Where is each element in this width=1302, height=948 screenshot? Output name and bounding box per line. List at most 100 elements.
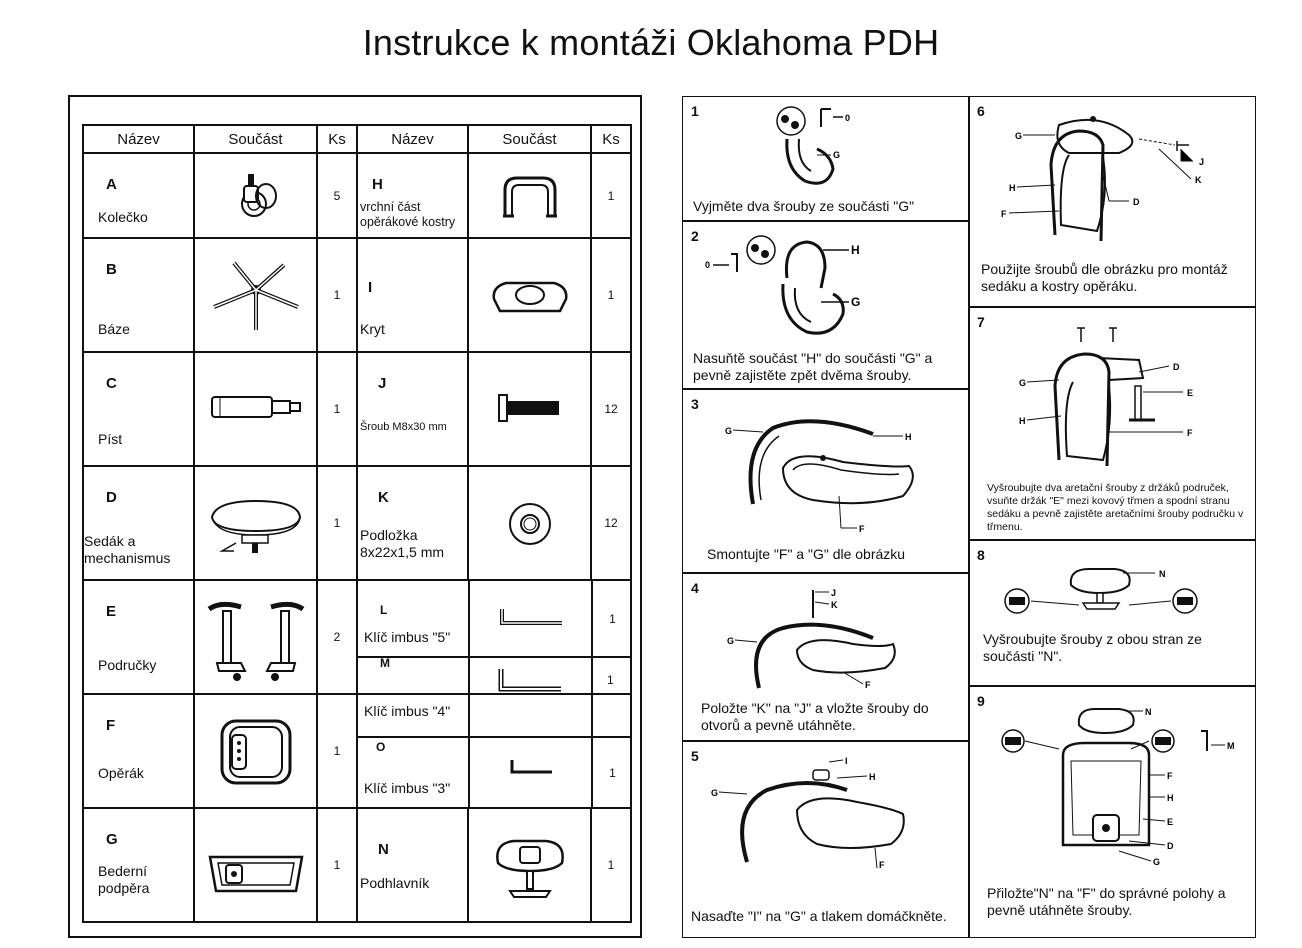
svg-text:E: E <box>1187 388 1193 398</box>
svg-text:N: N <box>1159 569 1166 579</box>
svg-text:G: G <box>851 295 860 309</box>
svg-text:G: G <box>1153 857 1160 867</box>
table-row: F Opěrák 1 Klíč imbus "4" <box>82 669 632 809</box>
part-qty: 1 <box>591 673 632 738</box>
step-number: 5 <box>691 748 699 764</box>
hex-key-3-icon <box>468 737 592 807</box>
svg-text:G: G <box>725 426 732 436</box>
part-qty: 1 <box>591 737 632 807</box>
part-name: Opěrák <box>98 765 144 781</box>
table-row: O Klíč imbus "3" 1 <box>358 737 632 807</box>
part-qty: 5 <box>316 152 358 239</box>
step-text: Položte "K" na "J" a vložte šrouby do ot… <box>701 700 929 733</box>
part-letter: J <box>378 375 387 392</box>
step-text: Použijte šroubů dle obrázku pro montáž s… <box>981 261 1228 294</box>
part-qty: 1 <box>316 465 358 581</box>
part-name-cell: O Klíč imbus "3" <box>358 737 469 807</box>
part-name-cell: F Opěrák <box>82 693 195 809</box>
step-1: 1 0 G Vyjměte dva šrouby ze součásti "G" <box>682 96 970 221</box>
part-name: Klíč imbus "3" <box>364 780 451 796</box>
table-row: A Kolečko 5 H vrchní část opěrákové kost… <box>82 152 632 239</box>
part-name-cell: I Kryt <box>356 237 469 353</box>
step-number: 9 <box>977 693 985 709</box>
step-4: 4 J K G F Položte "K" na "J" a vložte šr… <box>682 573 970 741</box>
table-row: D Sedák a mechanismus 1 K Podložka 8x22x… <box>82 465 632 581</box>
svg-text:H: H <box>905 432 912 442</box>
step-number: 8 <box>977 547 985 563</box>
part-letter: G <box>106 831 118 848</box>
step-6-diagram: G J K H D F <box>1001 116 1204 242</box>
part-qty: 1 <box>316 807 358 923</box>
part-letter: E <box>106 603 117 620</box>
svg-text:H: H <box>1019 416 1026 426</box>
step-4-diagram: J K G F <box>727 588 896 690</box>
part-letter: F <box>106 717 116 734</box>
svg-text:F: F <box>859 524 865 534</box>
hex-keys-cell-2: Klíč imbus "4" 1 O Klíč <box>356 669 632 809</box>
svg-text:F: F <box>1167 771 1173 781</box>
svg-text:G: G <box>727 636 734 646</box>
svg-text:0: 0 <box>845 113 850 123</box>
header-part: Součást <box>467 124 592 154</box>
part-name: Sedák a mechanismus <box>84 533 171 566</box>
header-part: Součást <box>193 124 318 154</box>
part-qty: 1 <box>590 152 632 239</box>
step-text: Smontujte "F" a "G" dle obrázku <box>707 546 906 562</box>
part-name: Područky <box>98 657 157 673</box>
part-name-cell: K Podložka 8x22x1,5 mm <box>356 465 469 581</box>
part-name: Píst <box>98 431 123 447</box>
step-3: 3 G H F Smontujte "F" a "G" dle obrázku <box>682 389 970 573</box>
step-number: 2 <box>691 228 699 244</box>
svg-text:D: D <box>1173 362 1180 372</box>
svg-text:H: H <box>869 772 876 782</box>
table-row: B Báze 1 I Kryt <box>82 237 632 353</box>
part-name: Klíč imbus "5" <box>364 629 451 645</box>
part-name-cell: C Píst <box>82 351 195 467</box>
svg-text:K: K <box>1195 175 1202 185</box>
part-name: Kolečko <box>98 209 148 225</box>
part-qty: 1 <box>590 237 632 353</box>
part-letter: I <box>368 279 373 296</box>
step-1-diagram: 0 G <box>776 106 850 185</box>
step-text: Nasuňtě součást "H" do součásti "G" a pe… <box>693 350 933 383</box>
svg-text:D: D <box>1133 197 1140 207</box>
step-3-diagram: G H F <box>725 419 914 534</box>
svg-text:G: G <box>1015 131 1022 141</box>
part-name: Bederní podpěra <box>98 863 150 896</box>
svg-text:J: J <box>831 588 836 598</box>
step-7: 7 G D E H F Vyšroubujte dva aretační šro… <box>968 307 1256 540</box>
step-text: Přiložte"N" na "F" do správné polohy a p… <box>987 885 1226 918</box>
svg-text:F: F <box>1187 428 1193 438</box>
step-5-diagram: I H G F <box>711 756 905 870</box>
part-qty: 12 <box>590 351 632 467</box>
step-9: 9 N M F H E D G Přiložte"N" na "F" do sp… <box>968 686 1256 938</box>
part-name-cell: M <box>358 656 469 693</box>
part-name-cell: J Šroub M8x30 mm <box>356 351 469 467</box>
step-number: 4 <box>691 580 699 596</box>
step-text: Nasaďte "I" na "G" a tlakem domáčkněte. <box>691 908 947 924</box>
parts-table: Název Součást Ks Název Součást Ks A Kole… <box>82 124 632 923</box>
caster-icon <box>193 152 318 239</box>
bolt-icon <box>467 351 592 467</box>
part-name-cell: Klíč imbus "4" <box>358 695 469 738</box>
svg-text:0: 0 <box>705 260 710 270</box>
part-name-cell: G Bederní podpěra <box>82 807 195 923</box>
step-6: 6 G J K H D F Použijte šroubů dle obrázk… <box>968 96 1256 307</box>
part-letter: K <box>378 489 389 506</box>
step-text: Vyjměte dva šrouby ze součásti "G" <box>693 198 915 214</box>
part-name: Podhlavník <box>360 875 430 891</box>
header-qty: Ks <box>590 124 632 154</box>
part-name: Klíč imbus "4" <box>364 703 451 719</box>
part-qty: 1 <box>316 351 358 467</box>
lumbar-support-icon <box>193 807 318 923</box>
part-qty: 1 <box>591 581 632 658</box>
headrest-icon <box>467 807 592 923</box>
part-qty: 2 <box>316 579 358 695</box>
step-number: 3 <box>691 396 699 412</box>
table-row: Klíč imbus "4" 1 <box>358 669 632 738</box>
step-number: 7 <box>977 314 985 330</box>
step-8: 8 N Vyšroubujte šrouby z obou stran ze s… <box>968 540 1256 686</box>
part-name: Kryt <box>360 321 385 337</box>
svg-text:I: I <box>845 756 848 766</box>
svg-text:H: H <box>851 243 860 257</box>
